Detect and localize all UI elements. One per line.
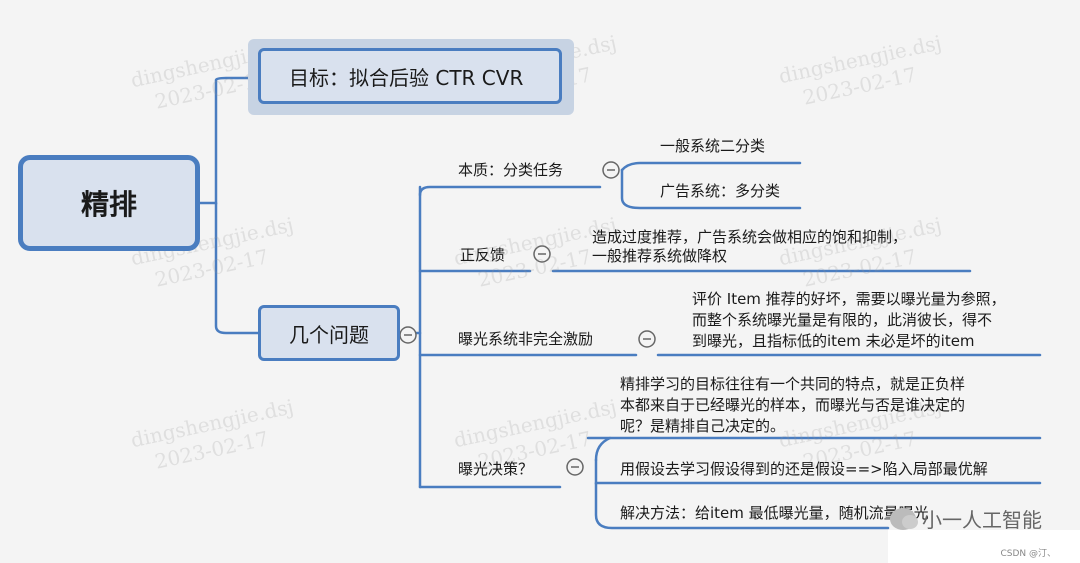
detail-decision-assumption: 用假设去学习假设得到的还是假设==>陷入局部最优解 <box>620 460 988 478</box>
goal-node[interactable]: 目标：拟合后验 CTR CVR <box>258 48 562 104</box>
detail-exposure-line3: 到曝光，且指标低的item 未必是坏的item <box>692 332 975 350</box>
branch-label-decision[interactable]: 曝光决策？ <box>458 460 534 478</box>
branch-label-exposure[interactable]: 曝光系统非完全激励 <box>458 330 594 348</box>
detail-decision-solution: 解决方法：给item 最低曝光量，随机流量曝光 <box>620 504 929 522</box>
detail-exposure-line2: 而整个系统曝光量是有限的，此消彼长，得不 <box>692 311 993 329</box>
brand-name: 小一人工智能 <box>922 508 1042 532</box>
detail-decision-line3: 呢？是精排自己决定的。 <box>620 417 786 435</box>
detail-feedback-line1: 造成过度推荐，广告系统会做相应的饱和抑制， <box>592 228 908 246</box>
brand-watermark: 小一人工智能 <box>890 504 1042 533</box>
branch-label-feedback[interactable]: 正反馈 <box>460 246 506 264</box>
credit-background <box>888 530 1080 563</box>
issues-node[interactable]: 几个问题 <box>258 305 400 361</box>
branch-label-nature[interactable]: 本质：分类任务 <box>458 161 564 179</box>
detail-binary-classification: 一般系统二分类 <box>660 137 766 155</box>
root-label: 精排 <box>80 188 137 221</box>
detail-exposure-line1: 评价 Item 推荐的好坏，需要以曝光量为参照， <box>692 290 1006 308</box>
detail-multi-classification: 广告系统：多分类 <box>660 182 781 200</box>
detail-decision-line2: 本都来自于已经曝光的样本，而曝光与否是谁决定的 <box>620 396 966 414</box>
csdn-credit: CSDN @汀、 <box>1000 549 1056 559</box>
root-node[interactable]: 精排 <box>18 155 200 251</box>
wechat-icon <box>890 507 918 530</box>
detail-feedback-line2: 一般推荐系统做降权 <box>592 247 728 265</box>
goal-label: 目标：拟合后验 CTR CVR <box>289 65 524 90</box>
issues-label: 几个问题 <box>289 322 369 347</box>
detail-decision-line1: 精排学习的目标往往有一个共同的特点，就是正负样 <box>620 375 966 393</box>
